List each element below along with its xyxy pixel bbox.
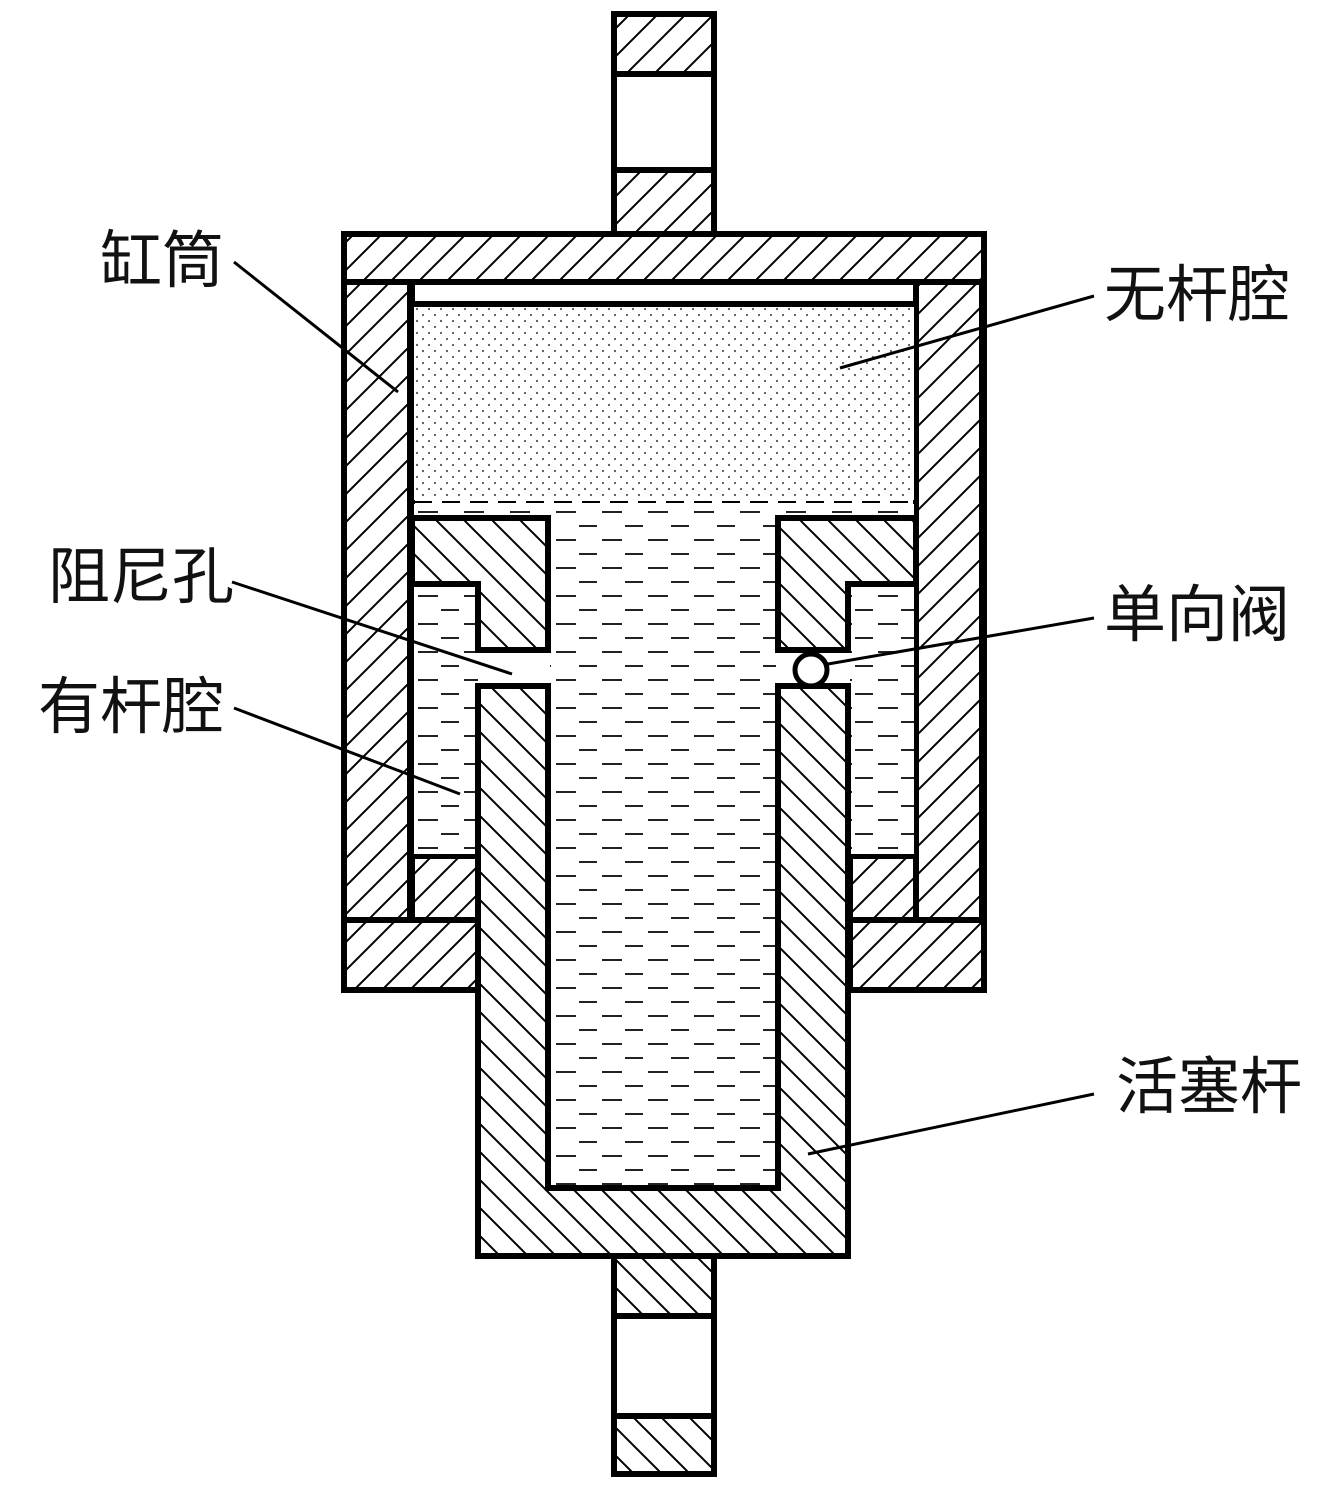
upper-oil-band	[414, 504, 914, 518]
piston-rod-bore-oil	[550, 504, 776, 1186]
right-gland	[847, 853, 919, 923]
label-damping-hole: 阻尼孔	[48, 540, 235, 613]
label-check-valve: 单向阀	[1104, 578, 1291, 651]
top-mounting-lug	[611, 11, 717, 237]
rod-chamber-left-oil	[414, 584, 478, 854]
check-valve-ball-icon	[792, 651, 830, 689]
piston-head-left	[409, 515, 551, 653]
label-rodless-chamber: 无杆腔	[1104, 258, 1291, 331]
rodless-chamber-region	[414, 306, 914, 500]
label-rod-chamber: 有杆腔	[38, 670, 225, 743]
cylinder-body	[341, 231, 987, 993]
leader-rodless-chamber	[839, 294, 1095, 370]
label-cylinder: 缸筒	[100, 224, 225, 297]
right-cylinder-wall	[913, 279, 985, 923]
leader-rod-chamber	[233, 706, 461, 796]
bottom-mounting-lug	[611, 1253, 717, 1477]
left-cylinder-wall	[341, 279, 413, 923]
leader-damping-hole	[231, 580, 513, 676]
piston-head-right	[775, 515, 919, 653]
leader-cylinder	[233, 260, 399, 394]
rod-chamber-right-oil	[850, 584, 914, 854]
leader-check-valve	[827, 616, 1095, 666]
top-lug-eye	[611, 71, 717, 173]
leader-piston-rod	[807, 1092, 1095, 1156]
bottom-lug-eye	[611, 1313, 717, 1419]
label-piston-rod: 活塞杆	[1116, 1050, 1303, 1123]
left-gland	[409, 853, 481, 923]
